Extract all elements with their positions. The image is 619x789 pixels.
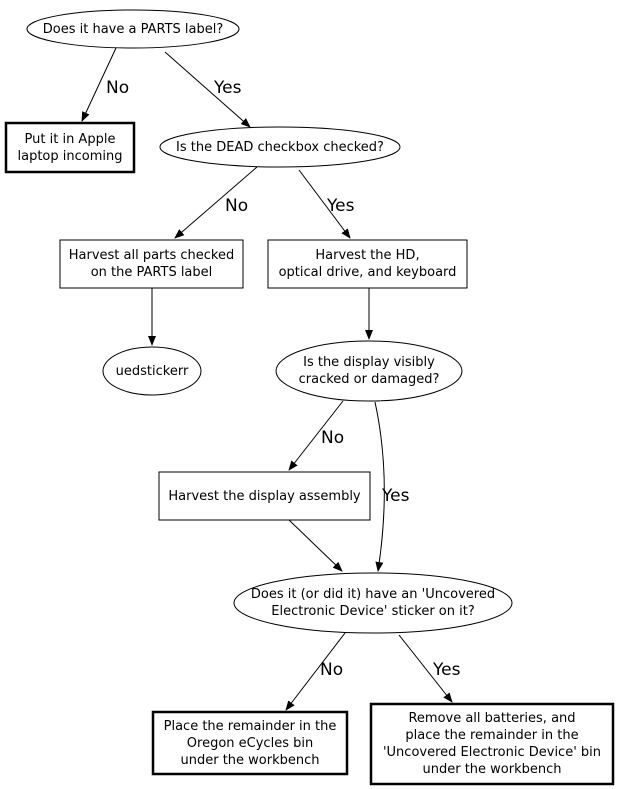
uedstickerr-shape (102, 346, 202, 396)
harvest-hd-text: Harvest the HD, optical drive, and keybo… (278, 248, 457, 280)
edge-label-ued-no: No (320, 660, 344, 680)
edge-parts-no (81, 47, 117, 122)
edge-label-ued-yes: Yes (433, 660, 461, 680)
edge-parts-yes (164, 51, 251, 128)
harvest-hd-shape (267, 239, 468, 289)
ued-bin-text: Remove all batteries, and place the rema… (382, 711, 602, 777)
edge-label-dead-no: No (225, 196, 249, 216)
edge-dead-no (174, 166, 258, 239)
apple-incoming-shape (4, 121, 136, 174)
oregon-bin-shape (151, 710, 349, 776)
edge-dead-yes (298, 169, 351, 239)
edge-label-display-no: No (321, 428, 345, 448)
edge-display-yes (374, 401, 385, 572)
oregon-bin-text: Place the remainder in the Oregon eCycle… (163, 718, 337, 768)
apple-incoming-text: Put it in Apple laptop incoming (17, 131, 123, 164)
edge-display-assembly-to-ued-q (288, 519, 343, 572)
q-ued-sticker-text: Does it (or did it) have an 'Uncovered E… (250, 587, 496, 619)
edge-display-no (288, 400, 344, 471)
edge-label-parts-no: No (106, 78, 130, 98)
edge-ued-yes (398, 634, 453, 703)
uedstickerr-text: uedstickerr (115, 363, 189, 379)
ued-bin-shape (369, 702, 615, 786)
harvest-parts-label-shape (59, 239, 244, 289)
edge-ued-no (285, 632, 346, 711)
harvest-display-text: Harvest the display assembly (168, 488, 361, 504)
harvest-display-shape (158, 471, 371, 521)
edge-label-dead-yes: Yes (327, 196, 355, 216)
harvest-parts-label-text: Harvest all parts checked on the PARTS l… (68, 248, 235, 280)
edge-label-parts-yes: Yes (214, 78, 242, 98)
q-display-cracked-text: Is the display visibly cracked or damage… (298, 355, 440, 387)
q-ued-sticker-shape (233, 572, 513, 634)
q-display-cracked-shape (275, 340, 463, 402)
edge-label-display-yes: Yes (382, 486, 410, 506)
q-dead-checked-text: Is the DEAD checkbox checked? (176, 139, 384, 155)
q-dead-checked-shape (159, 126, 401, 168)
q-parts-label-shape (26, 9, 240, 49)
q-parts-label-text: Does it have a PARTS label? (42, 21, 224, 37)
